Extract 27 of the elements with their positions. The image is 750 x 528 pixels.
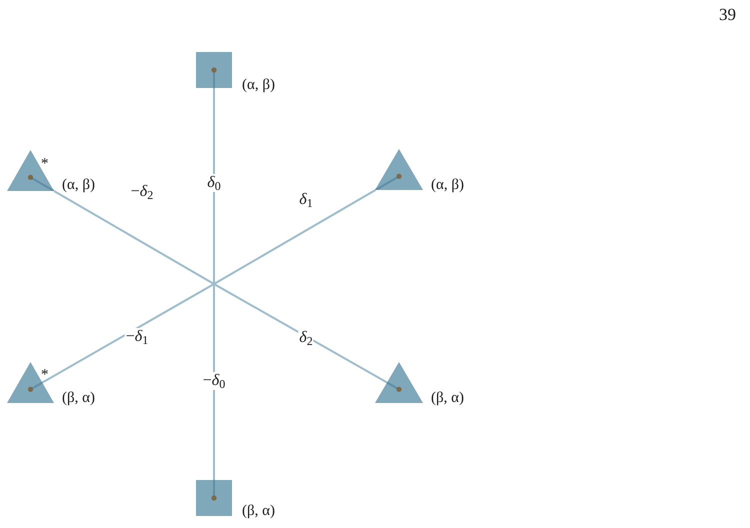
edge-label: δ$_{1}$ [298,191,314,209]
connector-line [214,189,376,285]
triangle-marker [7,362,54,403]
edge-label: −δ$_{0}$ [202,372,226,390]
page-number: 39 [719,6,736,23]
connector-line [42,283,214,384]
triangle-marker [7,150,54,191]
node-caption: (α, β) [62,176,95,194]
square-marker [196,480,232,516]
node-caption: * [41,155,48,173]
edge-label: δ$_{2}$ [298,329,314,347]
node-caption: * [41,366,48,384]
triangle-marker [375,149,423,190]
node-caption: (β, α) [242,502,275,520]
triangle-marker [375,362,423,403]
edge-label: −δ$_{1}$ [124,328,150,346]
connector-line [213,284,215,480]
connector-line [213,88,215,284]
edge-label: −δ$_{2}$ [130,183,154,201]
connector-line [54,190,214,285]
node-caption: (α, β) [431,176,464,194]
node-caption: (α, β) [242,76,275,94]
connector-line [214,283,388,384]
node-caption: (β, α) [62,389,95,407]
edge-label: δ$_{0}$ [206,174,222,192]
node-caption: (β, α) [431,389,464,407]
square-marker [196,52,232,88]
